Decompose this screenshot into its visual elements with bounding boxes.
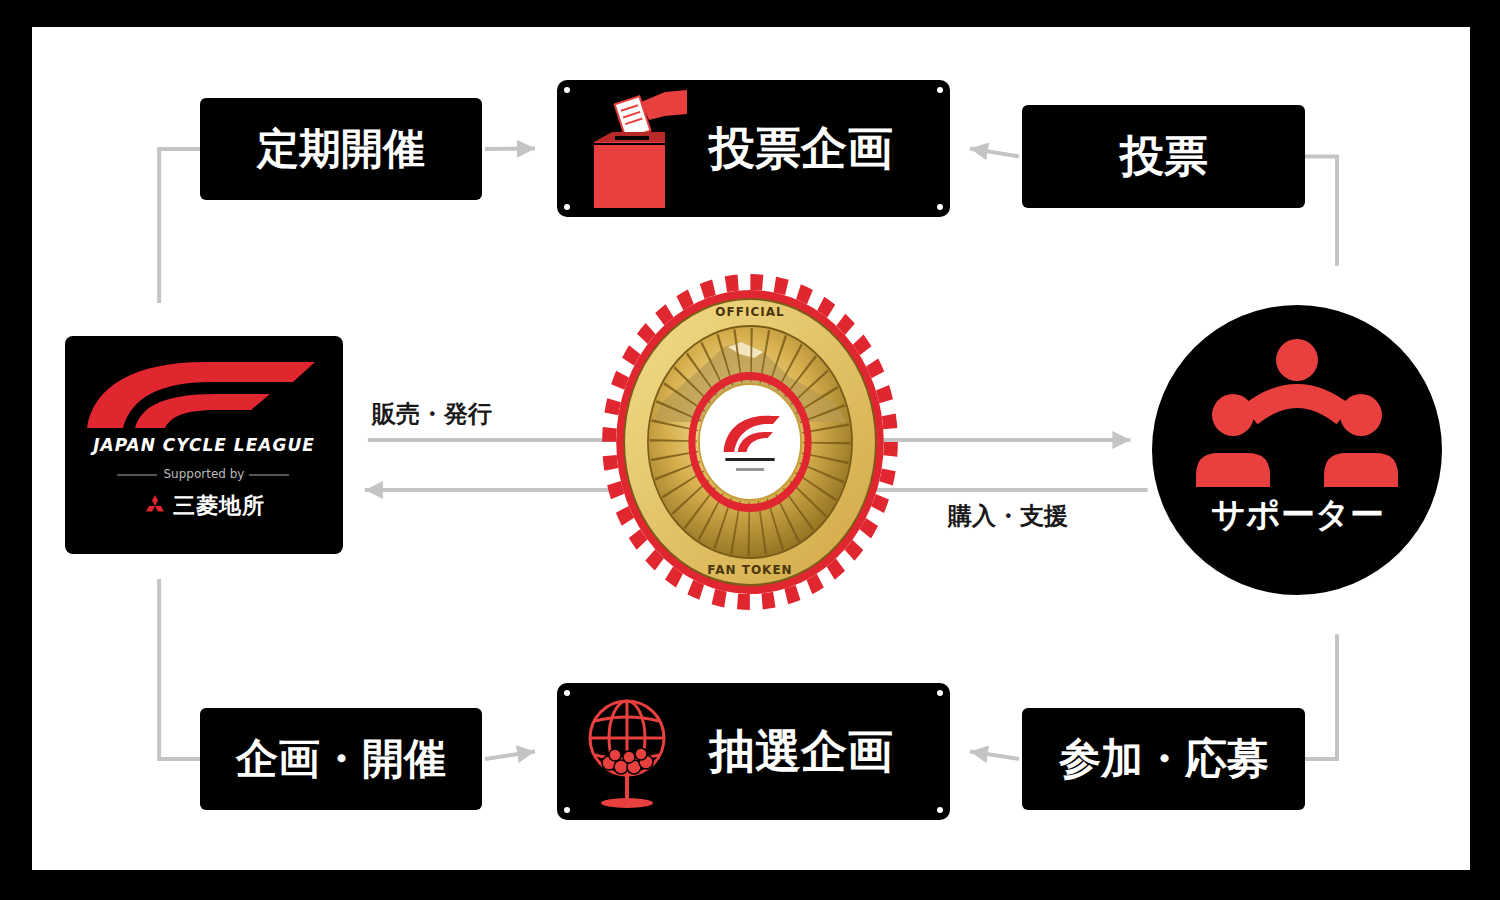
flow-connector [1305, 157, 1337, 266]
coin-inscription: FAN TOKEN [707, 563, 792, 577]
logo-swoosh [135, 394, 270, 428]
node-text: Supported by [164, 466, 245, 482]
node-text: 抽選企画 [709, 721, 893, 783]
node-text: 三菱地所 [173, 492, 265, 520]
node-text: 投票企画 [709, 118, 893, 180]
rule-line [117, 475, 157, 476]
step-box: 定期開催 [200, 98, 482, 200]
text-band [624, 299, 876, 585]
hub-disk [699, 384, 801, 500]
step-box: 投票 [1022, 105, 1305, 208]
supporters-icon [1152, 305, 1442, 595]
wheel-spokes [673, 355, 826, 529]
drum-base [601, 798, 653, 808]
node-text: サポーター [1211, 493, 1384, 535]
supporter-circle: サポーター [1152, 305, 1442, 595]
node-text: 参加・応募 [1059, 731, 1269, 787]
drum-stand [625, 775, 629, 801]
hand [641, 90, 687, 120]
drum-wire [590, 701, 664, 775]
flow-connector [970, 752, 1019, 760]
edge-label: 販売・発行 [369, 398, 495, 430]
plan-plate: 投票企画 [557, 80, 950, 217]
hub-logo-text-mark [736, 468, 764, 471]
mountain-snow [728, 342, 763, 358]
flow-connector [970, 149, 1019, 157]
step-box: 参加・応募 [1022, 708, 1305, 810]
edge-label: 購入・支援 [945, 500, 1071, 532]
gear-teeth [609, 282, 891, 602]
gear-rim [616, 290, 884, 594]
coin-body [609, 282, 891, 602]
plan-plate: 抽選企画 [557, 683, 950, 820]
hub-logo [738, 432, 773, 452]
box-lid [594, 132, 665, 142]
flow-connector [1305, 634, 1337, 759]
flow-connector [485, 752, 535, 760]
league-logo-box: JAPAN CYCLE LEAGUE Supported by 三菱地所 [65, 336, 343, 554]
coin-inscription: OFFICIAL [715, 305, 784, 319]
step-box: 企画・開催 [200, 708, 482, 810]
rule-line [249, 475, 289, 476]
flow-connector [159, 149, 200, 303]
logo-swoosh [87, 362, 315, 428]
node-text: 定期開催 [257, 121, 425, 177]
lottery-drum-icon [557, 683, 697, 820]
box-body [594, 142, 665, 208]
flow-connector [159, 579, 200, 759]
flow-connector [485, 147, 535, 152]
node-text: 投票 [1120, 127, 1208, 186]
node-text: 企画・開催 [236, 731, 446, 787]
brand-row: 三菱地所 [143, 492, 265, 520]
three-diamonds-mark [143, 495, 167, 517]
node-text: JAPAN CYCLE LEAGUE [93, 434, 315, 456]
hub-logo-text-mark [725, 458, 774, 461]
ballot-box-icon [557, 80, 697, 217]
hub-ring [692, 376, 808, 508]
coin-face [648, 326, 852, 558]
lottery-balls [602, 748, 653, 774]
box-slot [615, 136, 649, 140]
hub-logo [724, 416, 780, 452]
